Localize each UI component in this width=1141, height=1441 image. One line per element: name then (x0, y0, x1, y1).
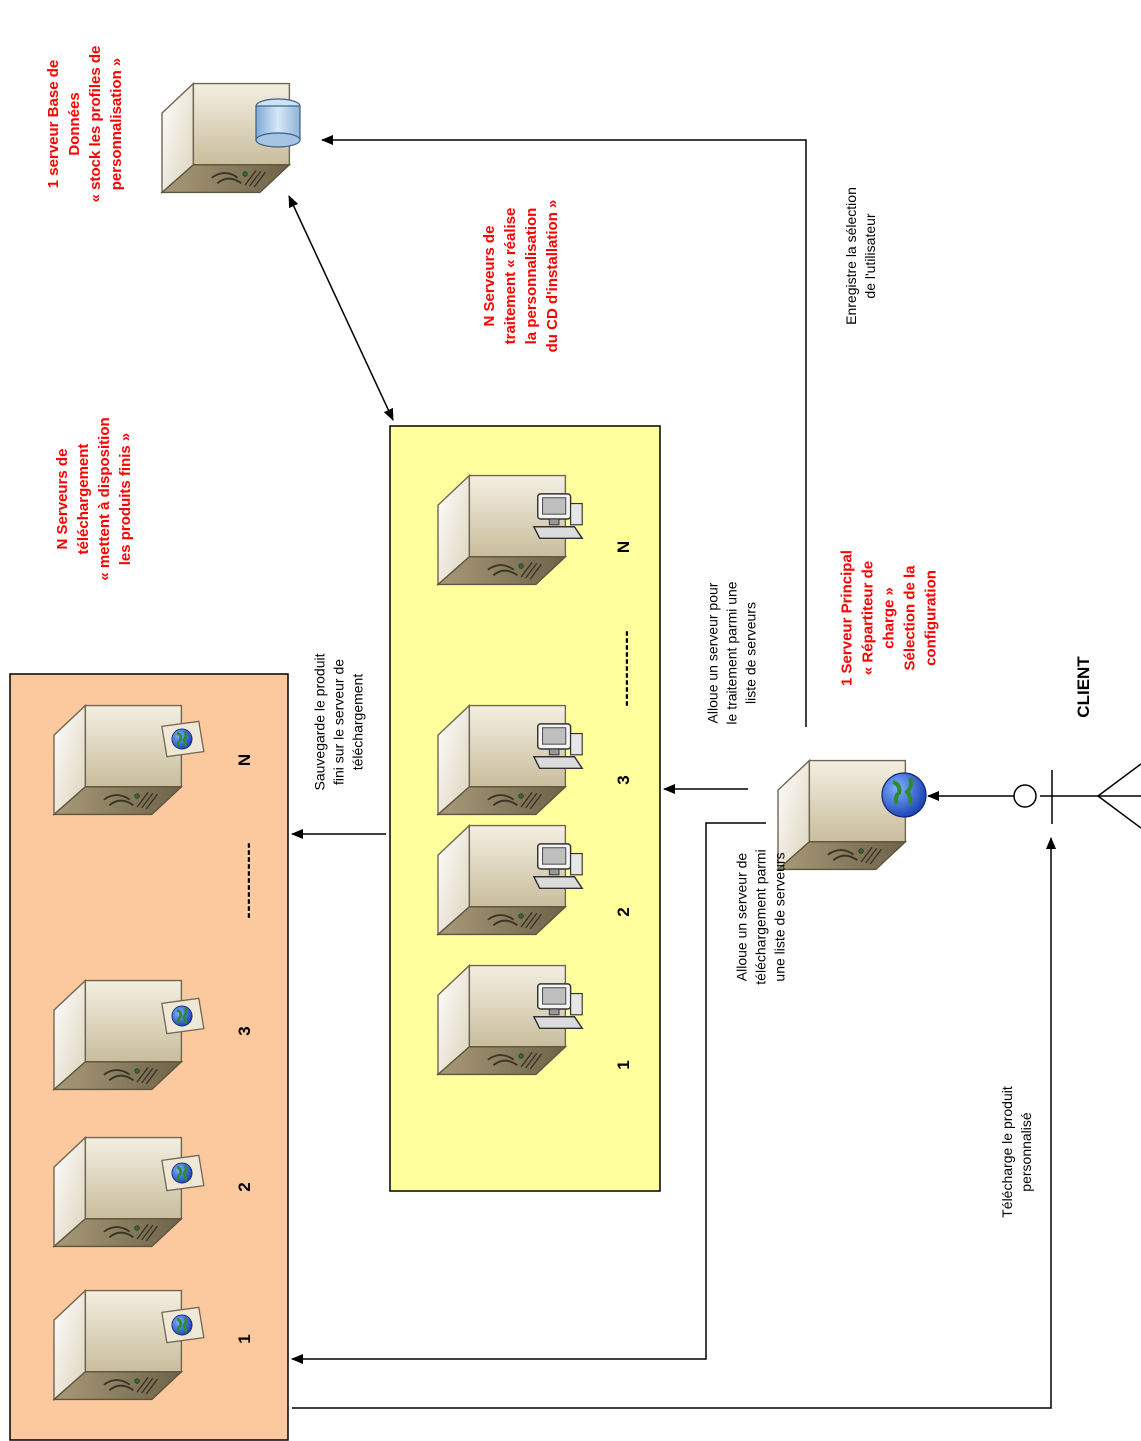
processing-number-3: 3 (614, 775, 633, 785)
processing-number-1: 1 (614, 1060, 633, 1070)
client-label: CLIENT (1074, 656, 1093, 718)
client-actor-icon (1013, 763, 1141, 829)
main-to-download-link (291, 822, 766, 1364)
download-number-n: N (235, 753, 254, 767)
database-server-icon (161, 82, 301, 194)
download-number-1: 1 (235, 1334, 254, 1344)
db-processing-link (288, 195, 394, 421)
download-to-client-link (292, 837, 1056, 1409)
download-number-2: 2 (235, 1182, 254, 1192)
processing-number-n: N (614, 540, 633, 554)
main-to-db-link (321, 135, 807, 727)
processing-number-2: 2 (614, 907, 633, 917)
download-number-3: 3 (235, 1026, 254, 1036)
processing-ellipsis: ----------- (615, 629, 636, 707)
main-server-icon (777, 759, 927, 871)
download-ellipsis: ----------- (237, 841, 258, 919)
